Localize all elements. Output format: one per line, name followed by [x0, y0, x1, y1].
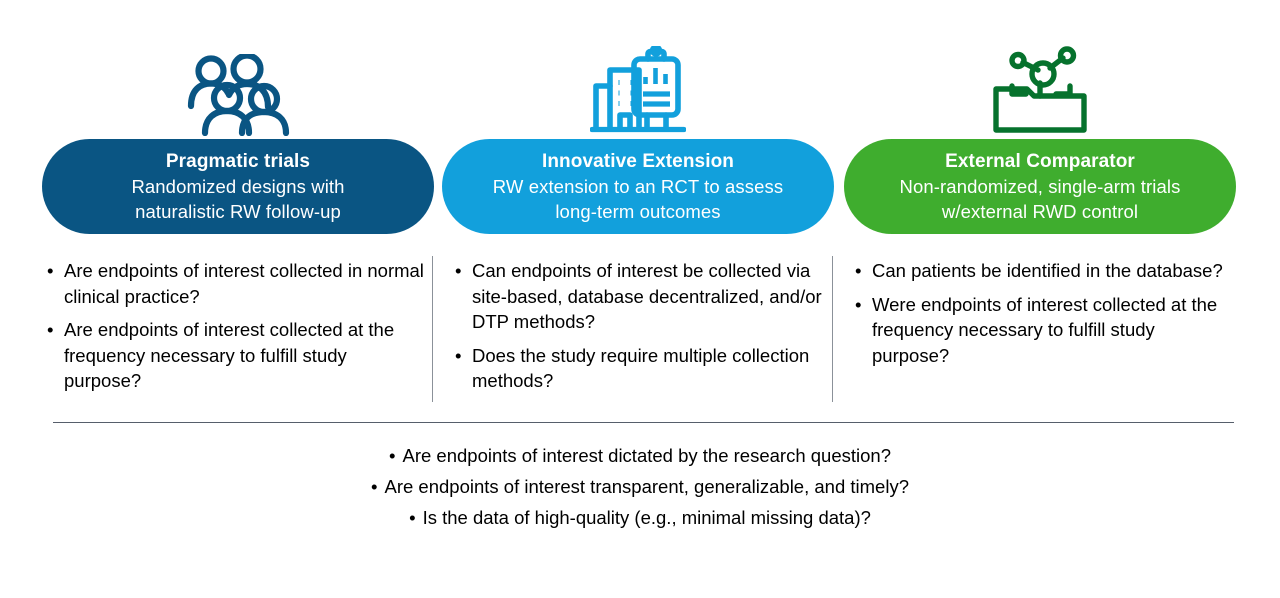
- pill-title: External Comparator: [945, 151, 1135, 172]
- column-divider-2: [832, 256, 833, 402]
- bullet-glyph: •: [409, 507, 416, 528]
- bullet-list-innovative-extension: • Can endpoints of interest be collected …: [452, 258, 828, 402]
- pill-title: Pragmatic trials: [165, 151, 311, 172]
- column-external-comparator: External Comparator Non-randomized, sing…: [840, 0, 1240, 598]
- column-divider-1: [432, 256, 433, 402]
- list-item-text: Can patients be identified in the databa…: [872, 260, 1223, 281]
- list-item: • Is the data of high-quality (e.g., mini…: [0, 502, 1280, 533]
- pill-innovative-extension[interactable]: Innovative Extension RW extension to an …: [442, 139, 834, 234]
- list-item-text: Were endpoints of interest collected at …: [872, 293, 1218, 366]
- list-item: • Are endpoints of interest transparent, …: [0, 471, 1280, 502]
- list-item-text: Is the data of high-quality (e.g., minim…: [422, 507, 871, 528]
- list-item-text: Are endpoints of interest dictated by th…: [402, 445, 891, 466]
- hospital-clipboard-icon: [438, 44, 838, 136]
- bullet-list-pragmatic-trials: • Are endpoints of interest collected in …: [44, 258, 424, 402]
- bullet-list-external-comparator: • Can patients be identified in the datab…: [852, 258, 1234, 376]
- pill-subtitle-line-2: naturalistic RW follow-up: [135, 201, 341, 222]
- list-item: • Can endpoints of interest be collected …: [452, 258, 828, 335]
- list-item-text: Are endpoints of interest collected at t…: [64, 319, 395, 391]
- pill-pragmatic-trials[interactable]: Pragmatic trials Randomized designs with…: [42, 139, 434, 234]
- list-item: • Are endpoints of interest dictated by t…: [0, 440, 1280, 471]
- list-item-text: Can endpoints of interest be collected v…: [472, 260, 822, 332]
- pill-subtitle-line-2: w/external RWD control: [941, 201, 1139, 222]
- pill-subtitle-line-1: Non-randomized, single-arm trials: [899, 176, 1181, 197]
- list-item-text: Are endpoints of interest collected in n…: [64, 260, 424, 307]
- bullet-glyph: •: [855, 260, 862, 281]
- data-folder-network-icon: [840, 44, 1240, 136]
- bullet-glyph: •: [47, 260, 54, 281]
- shared-questions-list: • Are endpoints of interest dictated by t…: [0, 440, 1280, 533]
- pill-external-comparator[interactable]: External Comparator Non-randomized, sing…: [844, 139, 1236, 234]
- bullet-glyph: •: [389, 445, 396, 466]
- list-item: • Can patients be identified in the datab…: [852, 258, 1234, 284]
- list-item: • Does the study require multiple collect…: [452, 343, 828, 394]
- column-pragmatic-trials: Pragmatic trials Randomized designs with…: [38, 0, 438, 598]
- section-divider: [53, 422, 1234, 423]
- pill-title: Innovative Extension: [541, 151, 735, 172]
- list-item: • Were endpoints of interest collected at…: [852, 292, 1234, 369]
- list-item: • Are endpoints of interest collected at …: [44, 317, 424, 394]
- bullet-glyph: •: [855, 293, 862, 315]
- pill-subtitle-line-1: RW extension to an RCT to assess: [492, 176, 784, 197]
- bullet-glyph: •: [371, 476, 378, 497]
- group-of-people-icon: [38, 44, 438, 136]
- bullet-glyph: •: [455, 260, 462, 281]
- column-innovative-extension: Innovative Extension RW extension to an …: [438, 0, 838, 598]
- list-item-text: Does the study require multiple collecti…: [472, 344, 810, 392]
- pill-subtitle-line-2: long-term outcomes: [555, 201, 721, 222]
- list-item: • Are endpoints of interest collected in …: [44, 258, 424, 309]
- bullet-glyph: •: [47, 319, 54, 340]
- bullet-glyph: •: [455, 344, 462, 366]
- pill-subtitle-line-1: Randomized designs with: [131, 176, 345, 197]
- list-item-text: Are endpoints of interest transparent, g…: [384, 476, 909, 497]
